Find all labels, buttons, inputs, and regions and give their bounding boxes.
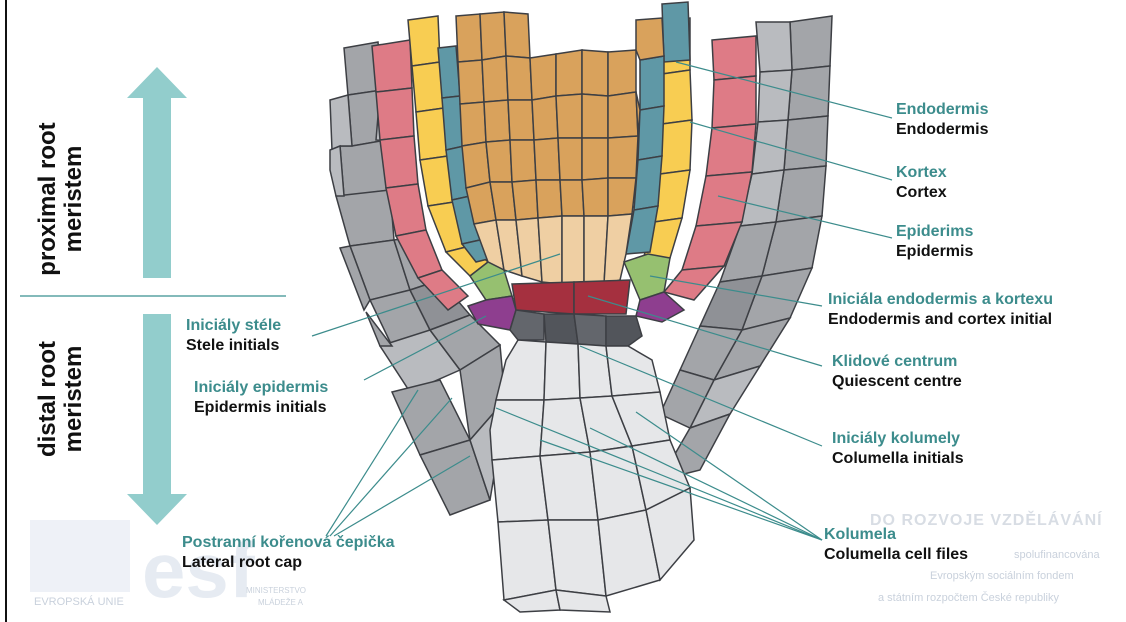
label-epidermis-initials-en: Epidermis initials (194, 398, 328, 418)
label-epidermis-cz: Epiderims (896, 222, 973, 242)
label-epidermis: Epiderims Epidermis (896, 222, 973, 262)
stele-cells (456, 12, 664, 224)
label-stele-initials: Iniciály stéle Stele initials (186, 316, 281, 356)
label-epidermis-initials: Iniciály epidermis Epidermis initials (194, 378, 328, 418)
label-quiescent-centre-en: Quiescent centre (832, 372, 962, 392)
label-lateral-root-cap-cz: Postranní kořenová čepička (182, 533, 395, 553)
label-endodermis-cz: Endodermis (896, 100, 988, 120)
label-epidermis-initials-cz: Iniciály epidermis (194, 378, 328, 398)
label-endodermis: Endodermis Endodermis (896, 100, 988, 140)
label-endodermis-en: Endodermis (896, 120, 988, 140)
proximal-meristem-label: proximal root meristem (35, 99, 89, 299)
distal-meristem-text: distal root meristem (35, 324, 87, 474)
label-columella-cz: Kolumela (824, 525, 968, 545)
label-quiescent-centre-cz: Klidové centrum (832, 352, 962, 372)
label-columella-initials-en: Columella initials (832, 449, 964, 469)
label-epidermis-en: Epidermis (896, 242, 973, 262)
label-quiescent-centre: Klidové centrum Quiescent centre (832, 352, 962, 392)
quiescent-centre-cells (512, 280, 630, 314)
label-stele-initials-en: Stele initials (186, 336, 281, 356)
label-cortex-en: Cortex (896, 183, 947, 203)
label-columella-initials-cz: Iniciály kolumely (832, 429, 964, 449)
label-columella-en: Columella cell files (824, 545, 968, 565)
label-lateral-root-cap-en: Lateral root cap (182, 553, 395, 573)
proximal-meristem-text: proximal root meristem (35, 114, 87, 284)
label-cortex: Kortex Cortex (896, 163, 947, 203)
label-cortex-cz: Kortex (896, 163, 947, 183)
up-arrow (127, 67, 187, 278)
label-stele-initials-cz: Iniciály stéle (186, 316, 281, 336)
label-endo-cortex-initial-en: Endodermis and cortex initial (828, 310, 1053, 330)
label-endo-cortex-initial: Iniciála endodermis a kortexu Endodermis… (828, 290, 1053, 330)
distal-meristem-label: distal root meristem (35, 299, 89, 499)
down-arrow (127, 314, 187, 525)
label-columella-initials: Iniciály kolumely Columella initials (832, 429, 964, 469)
label-columella: Kolumela Columella cell files (824, 525, 968, 565)
label-endo-cortex-initial-cz: Iniciála endodermis a kortexu (828, 290, 1053, 310)
label-lateral-root-cap: Postranní kořenová čepička Lateral root … (182, 533, 395, 573)
